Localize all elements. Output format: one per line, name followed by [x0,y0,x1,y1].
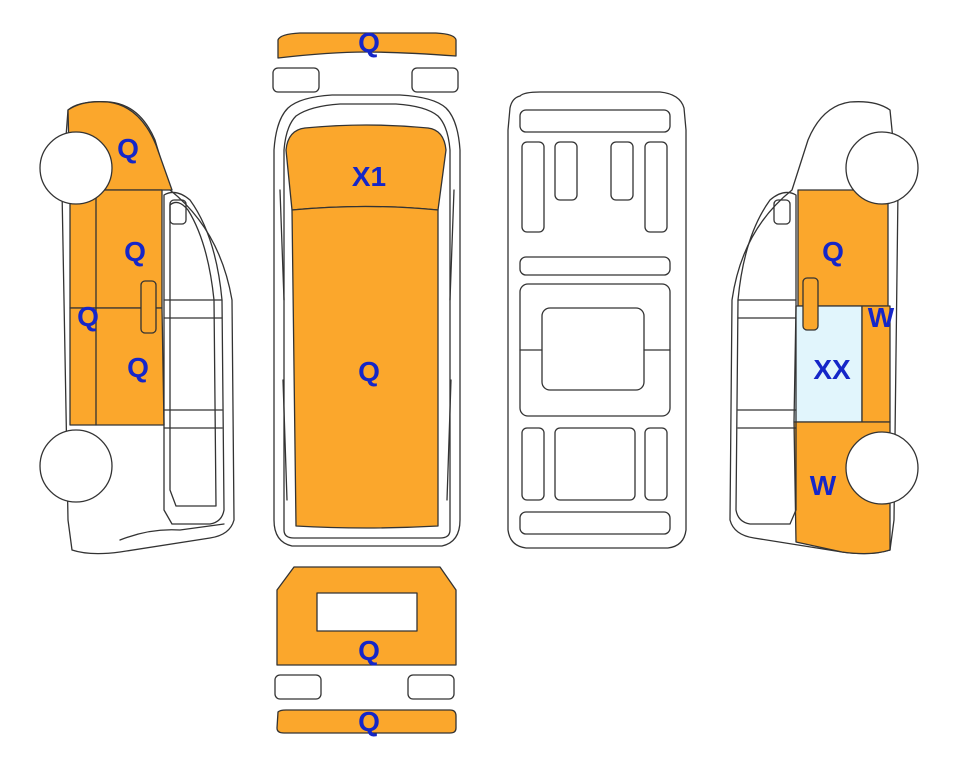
right-windows[interactable] [735,191,797,525]
right-rear-panel-code: W [810,470,837,501]
right-mirror[interactable] [773,199,791,225]
left-mirror[interactable] [169,199,187,225]
underbody-front-crossmember [519,109,671,133]
roof-panel[interactable] [291,205,439,529]
rear-view [274,566,457,734]
right-door-handle[interactable] [802,277,819,331]
underbody-middle-bar [519,256,671,276]
right-rear-wheel[interactable] [845,431,919,505]
rear-bumper-code: Q [358,706,380,737]
underbody-front-right-rail [644,141,668,233]
roof-code: Q [358,356,380,387]
underbody-rear-right-rail [644,427,668,501]
underbody-front-mid-left [554,141,578,201]
right-fender-code: Q [822,236,844,267]
underbody-front-left-rail [521,141,545,233]
left-rear-door-code: Q [127,352,149,383]
left-lower-sill [119,523,225,541]
left-front-wheel[interactable] [39,131,113,205]
front-bumper[interactable] [277,32,457,59]
right-window-bars [737,299,797,429]
top-view [273,94,461,547]
underbody-rear-left-rail [521,427,545,501]
underbody-view [507,91,687,549]
rear-taillight-left[interactable] [274,674,322,700]
left-pillar-code: Q [77,301,99,332]
rear-window[interactable] [316,592,418,632]
top-right-mirror-line [446,189,455,501]
top-left-mirror-line [279,189,288,501]
front-headlight-right[interactable] [411,67,459,93]
left-window-inner [169,201,217,507]
damage-labels: Q X1 Q Q Q Q Q Q Q Q W XX W [77,27,895,737]
front-bumper-code: Q [358,27,380,58]
left-side-view [39,101,235,555]
right-window-code: XX [813,354,851,385]
top-body-outline [273,94,461,547]
right-door-edge-code: W [868,302,895,333]
left-hood-code: Q [117,133,139,164]
right-front-wheel[interactable] [845,131,919,205]
windshield-code: X1 [352,161,386,192]
rear-door-code: Q [358,635,380,666]
rear-taillight-right[interactable] [407,674,455,700]
left-rear-wheel[interactable] [39,429,113,503]
underbody-front-mid-right [610,141,634,201]
left-front-door-code: Q [124,236,146,267]
front-headlight-left[interactable] [272,67,320,93]
rear-bumper[interactable] [276,709,457,734]
left-door-handle[interactable] [140,280,157,334]
left-windows[interactable] [163,191,225,525]
left-window-bars [163,299,223,429]
front-view [272,32,459,93]
underbody-outline[interactable] [507,91,687,549]
right-side-view [729,101,919,555]
underbody-rear-center [554,427,636,501]
underbody-rear-crossmember [519,511,671,535]
underbody-fuel-tank [541,307,645,391]
